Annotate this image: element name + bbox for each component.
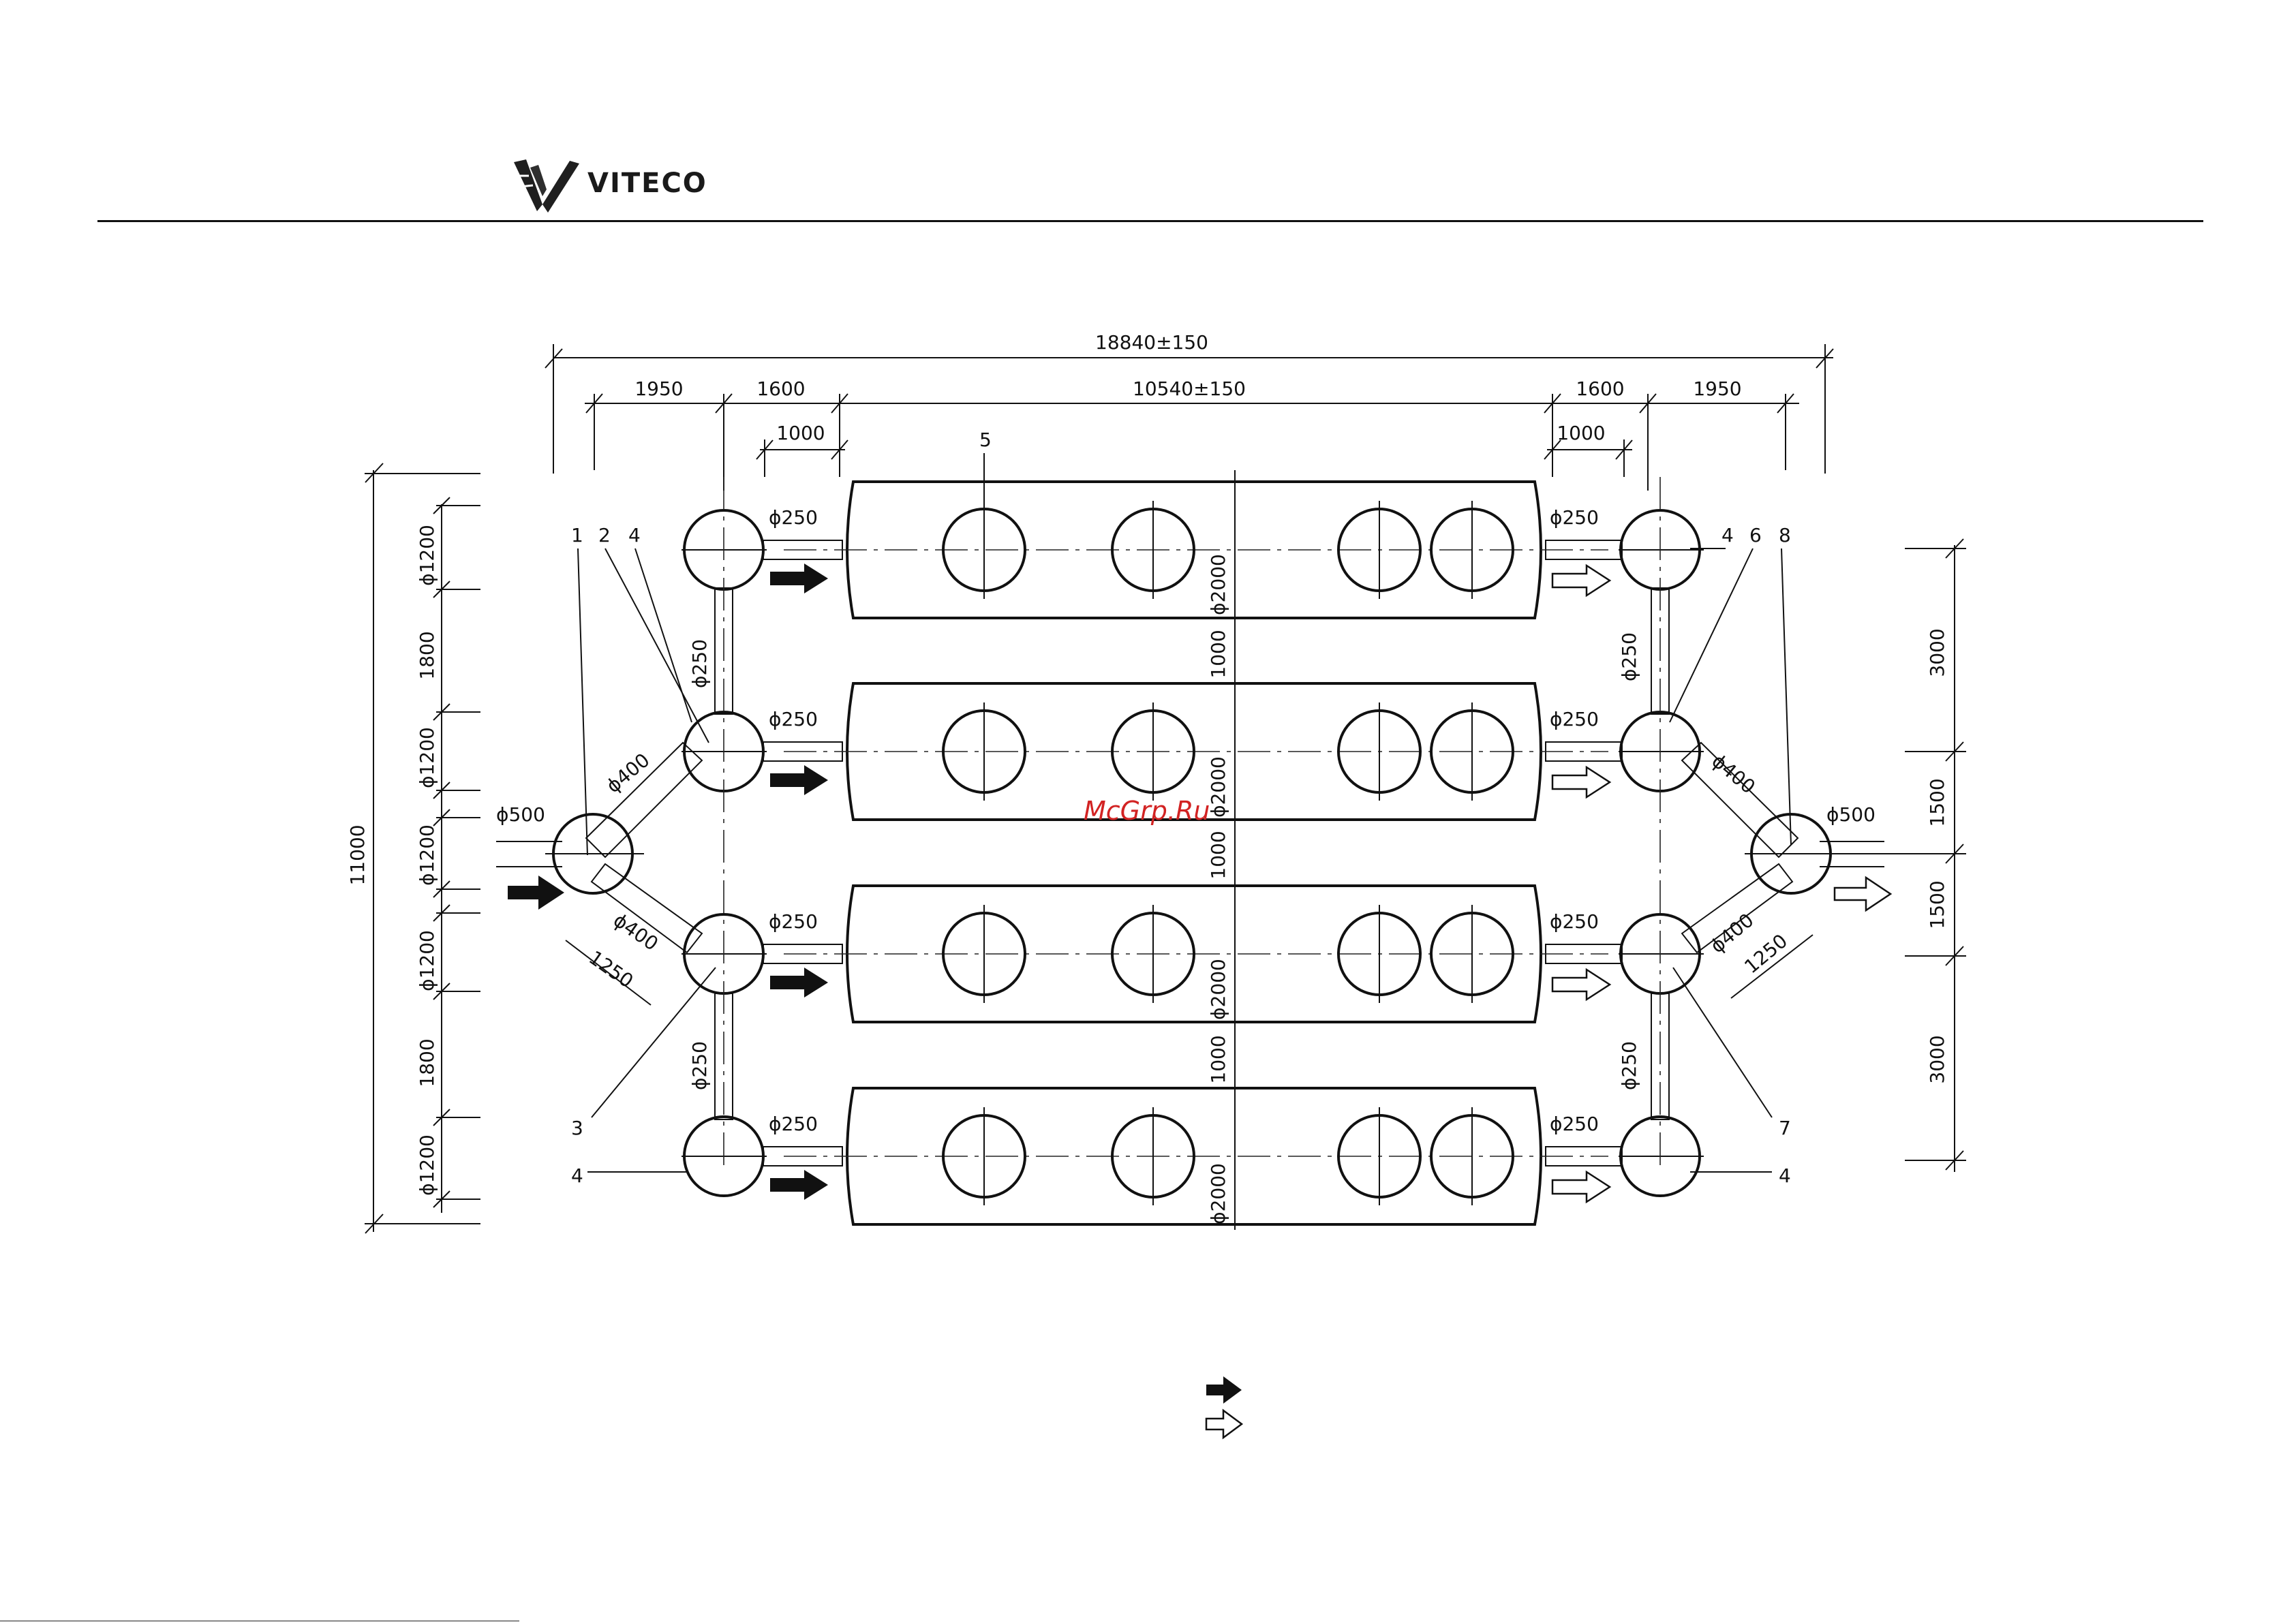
- right-dimensions: 3000 1500 1500 3000: [1905, 539, 1966, 1172]
- left-dimensions: 11000 ϕ1200 1800 ϕ1200 ϕ1200 ϕ1200 1800 …: [346, 463, 480, 1233]
- filled-arrow-icon: [770, 563, 828, 593]
- callout-4-bottom-right: 4: [1779, 1164, 1791, 1187]
- outline-arrow-icon: [1552, 970, 1610, 1000]
- tank-2-diameter: ϕ2000: [1207, 756, 1229, 818]
- tank-1-diameter: ϕ2000: [1207, 554, 1229, 615]
- dim-right-seg-4: 3000: [1926, 1035, 1948, 1083]
- label-d250-left-top: ϕ250: [688, 639, 711, 688]
- callout-6: 6: [1749, 524, 1762, 546]
- label-d400-lr: ϕ400: [1706, 909, 1758, 958]
- tank-3-diameter: ϕ2000: [1207, 959, 1229, 1020]
- watermark-text: McGrp.Ru: [1084, 796, 1210, 826]
- label-d250-out-4: ϕ250: [1550, 1113, 1599, 1135]
- label-d250-in-2: ϕ250: [769, 708, 818, 730]
- label-outlet-d500: ϕ500: [1826, 803, 1876, 826]
- dim-left-seg-3: ϕ1200: [416, 727, 438, 788]
- gap-1: 1000: [1207, 630, 1229, 678]
- legend-outline-arrow-icon: [1206, 1410, 1242, 1438]
- dim-overall-height: 11000: [346, 824, 369, 885]
- outlet-arrow-icon: [1835, 878, 1891, 910]
- label-d250-right-bot: ϕ250: [1618, 1041, 1640, 1090]
- dim-center-length: 10540±150: [1133, 377, 1246, 400]
- tank-dimension-labels: ϕ2000 ϕ2000 ϕ2000 ϕ2000 1000 1000 1000: [1207, 554, 1229, 1224]
- label-d250-in-4: ϕ250: [769, 1113, 818, 1135]
- label-d250-right-top: ϕ250: [1618, 632, 1640, 681]
- callout-3: 3: [571, 1117, 583, 1139]
- callout-4-top-right: 4: [1721, 524, 1734, 546]
- dim-left-1950: 1950: [634, 377, 683, 400]
- tank-1: [784, 482, 1608, 618]
- legend-filled-arrow-icon: [1206, 1376, 1242, 1404]
- callout-4-bottom-left: 4: [571, 1164, 583, 1187]
- label-d250-out-3: ϕ250: [1550, 910, 1599, 933]
- dim-right-seg-2: 1500: [1926, 778, 1948, 826]
- dim-left-seg-4: ϕ1200: [416, 824, 438, 886]
- tank-3: [784, 886, 1608, 1022]
- label-d250-out-1: ϕ250: [1550, 506, 1599, 529]
- tanks: [784, 482, 1608, 1224]
- dim-right-seg-3: 1500: [1926, 880, 1948, 929]
- outline-arrow-icon: [1552, 566, 1610, 596]
- filled-arrow-icon: [770, 765, 828, 795]
- label-d250-in-3: ϕ250: [769, 910, 818, 933]
- dim-left-seg-5: ϕ1200: [416, 930, 438, 991]
- filled-arrow-icon: [770, 968, 828, 998]
- outline-arrow-icon: [1552, 767, 1610, 797]
- callout-1: 1: [571, 524, 583, 546]
- dim-right-1000: 1000: [1557, 422, 1605, 444]
- top-dimensions: 18840±150 1950 1600 10540±150 1600 1950: [545, 331, 1833, 491]
- dim-left-seg-6: 1800: [416, 1038, 438, 1087]
- gap-2: 1000: [1207, 831, 1229, 879]
- inlet-arrow-icon: [508, 876, 564, 910]
- callout-2: 2: [598, 524, 611, 546]
- gap-3: 1000: [1207, 1035, 1229, 1083]
- dim-right-seg-1: 3000: [1926, 628, 1948, 677]
- label-d250-left-bot: ϕ250: [688, 1041, 711, 1090]
- callout-5: 5: [979, 429, 992, 451]
- callout-8: 8: [1779, 524, 1791, 546]
- legend: [1206, 1376, 1242, 1438]
- callout-7: 7: [1779, 1117, 1791, 1139]
- outline-arrow-icon: [1552, 1172, 1610, 1202]
- dim-left-1600: 1600: [756, 377, 805, 400]
- label-d400-ul: ϕ400: [602, 749, 654, 798]
- dim-overall-length: 18840±150: [1095, 331, 1208, 354]
- dim-left-seg-7: ϕ1200: [416, 1134, 438, 1196]
- label-d250-out-2: ϕ250: [1550, 708, 1599, 730]
- dim-right-1600: 1600: [1576, 377, 1624, 400]
- label-1250-left: 1250: [585, 946, 637, 993]
- tank-4-diameter: ϕ2000: [1207, 1163, 1229, 1224]
- callout-4-top-left: 4: [628, 524, 641, 546]
- dim-left-seg-1: ϕ1200: [416, 525, 438, 586]
- label-d400-ur: ϕ400: [1708, 749, 1760, 799]
- tank-4: [784, 1088, 1608, 1224]
- label-inlet-d500: ϕ500: [496, 803, 545, 826]
- dim-left-seg-2: 1800: [416, 631, 438, 679]
- dim-left-1000: 1000: [776, 422, 825, 444]
- filled-arrow-icon: [770, 1170, 828, 1200]
- dim-right-1950: 1950: [1693, 377, 1741, 400]
- label-d400-ll: ϕ400: [609, 909, 662, 955]
- label-d250-in-1: ϕ250: [769, 506, 818, 529]
